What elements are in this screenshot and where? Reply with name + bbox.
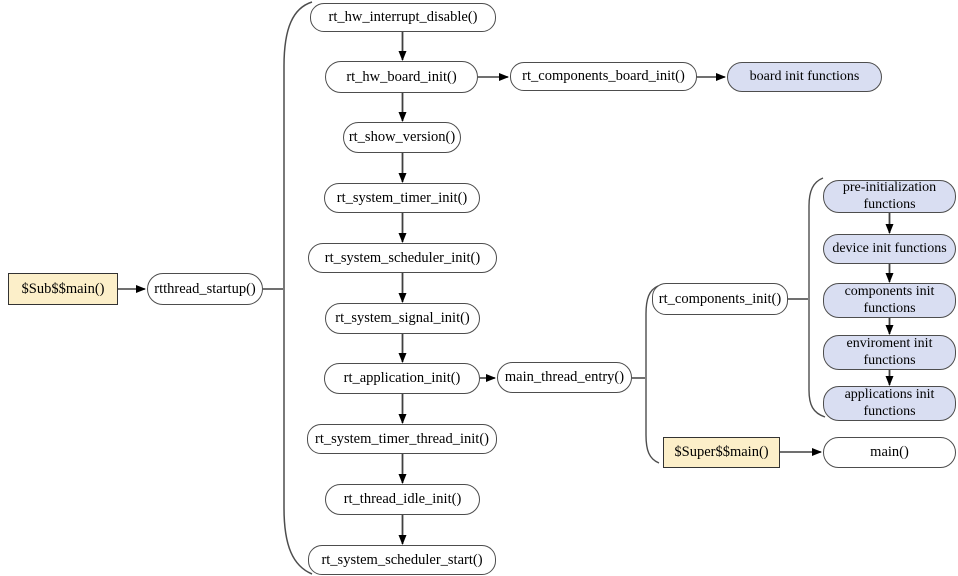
- brace-startup-group: [283, 1, 313, 575]
- node-sub-main: $Sub$$main(): [8, 273, 118, 305]
- node-applications-init-functions: applications init functions: [823, 386, 956, 421]
- node-rt-system-timer-thread-init: rt_system_timer_thread_init(): [307, 424, 497, 454]
- node-rt-show-version: rt_show_version(): [343, 122, 461, 153]
- node-rt-system-scheduler-init: rt_system_scheduler_init(): [308, 243, 497, 273]
- node-rt-components-board-init: rt_components_board_init(): [510, 62, 697, 91]
- node-pre-initialization-functions: pre-initialization functions: [823, 180, 956, 213]
- node-main: main(): [823, 437, 956, 468]
- node-board-init-functions: board init functions: [727, 62, 882, 92]
- node-rt-system-timer-init: rt_system_timer_init(): [324, 183, 480, 213]
- node-rt-system-signal-init: rt_system_signal_init(): [325, 303, 480, 334]
- brace-main-thread-group: [645, 285, 660, 464]
- node-rt-components-init: rt_components_init(): [652, 283, 788, 315]
- node-enviroment-init-functions: enviroment init functions: [823, 335, 956, 370]
- node-rt-system-scheduler-start: rt_system_scheduler_start(): [308, 545, 496, 575]
- node-rt-application-init: rt_application_init(): [324, 363, 480, 394]
- node-rt-hw-board-init: rt_hw_board_init(): [325, 61, 478, 93]
- node-rt-thread-idle-init: rt_thread_idle_init(): [325, 484, 480, 515]
- node-main-thread-entry: main_thread_entry(): [497, 362, 632, 393]
- node-components-init-functions: components init functions: [823, 283, 956, 318]
- brace-components-group: [808, 177, 826, 418]
- node-super-main: $Super$$main(): [663, 437, 780, 468]
- node-device-init-functions: device init functions: [823, 234, 956, 264]
- node-rtthread-startup: rtthread_startup(): [147, 273, 263, 305]
- node-rt-hw-interrupt-disable: rt_hw_interrupt_disable(): [310, 3, 496, 32]
